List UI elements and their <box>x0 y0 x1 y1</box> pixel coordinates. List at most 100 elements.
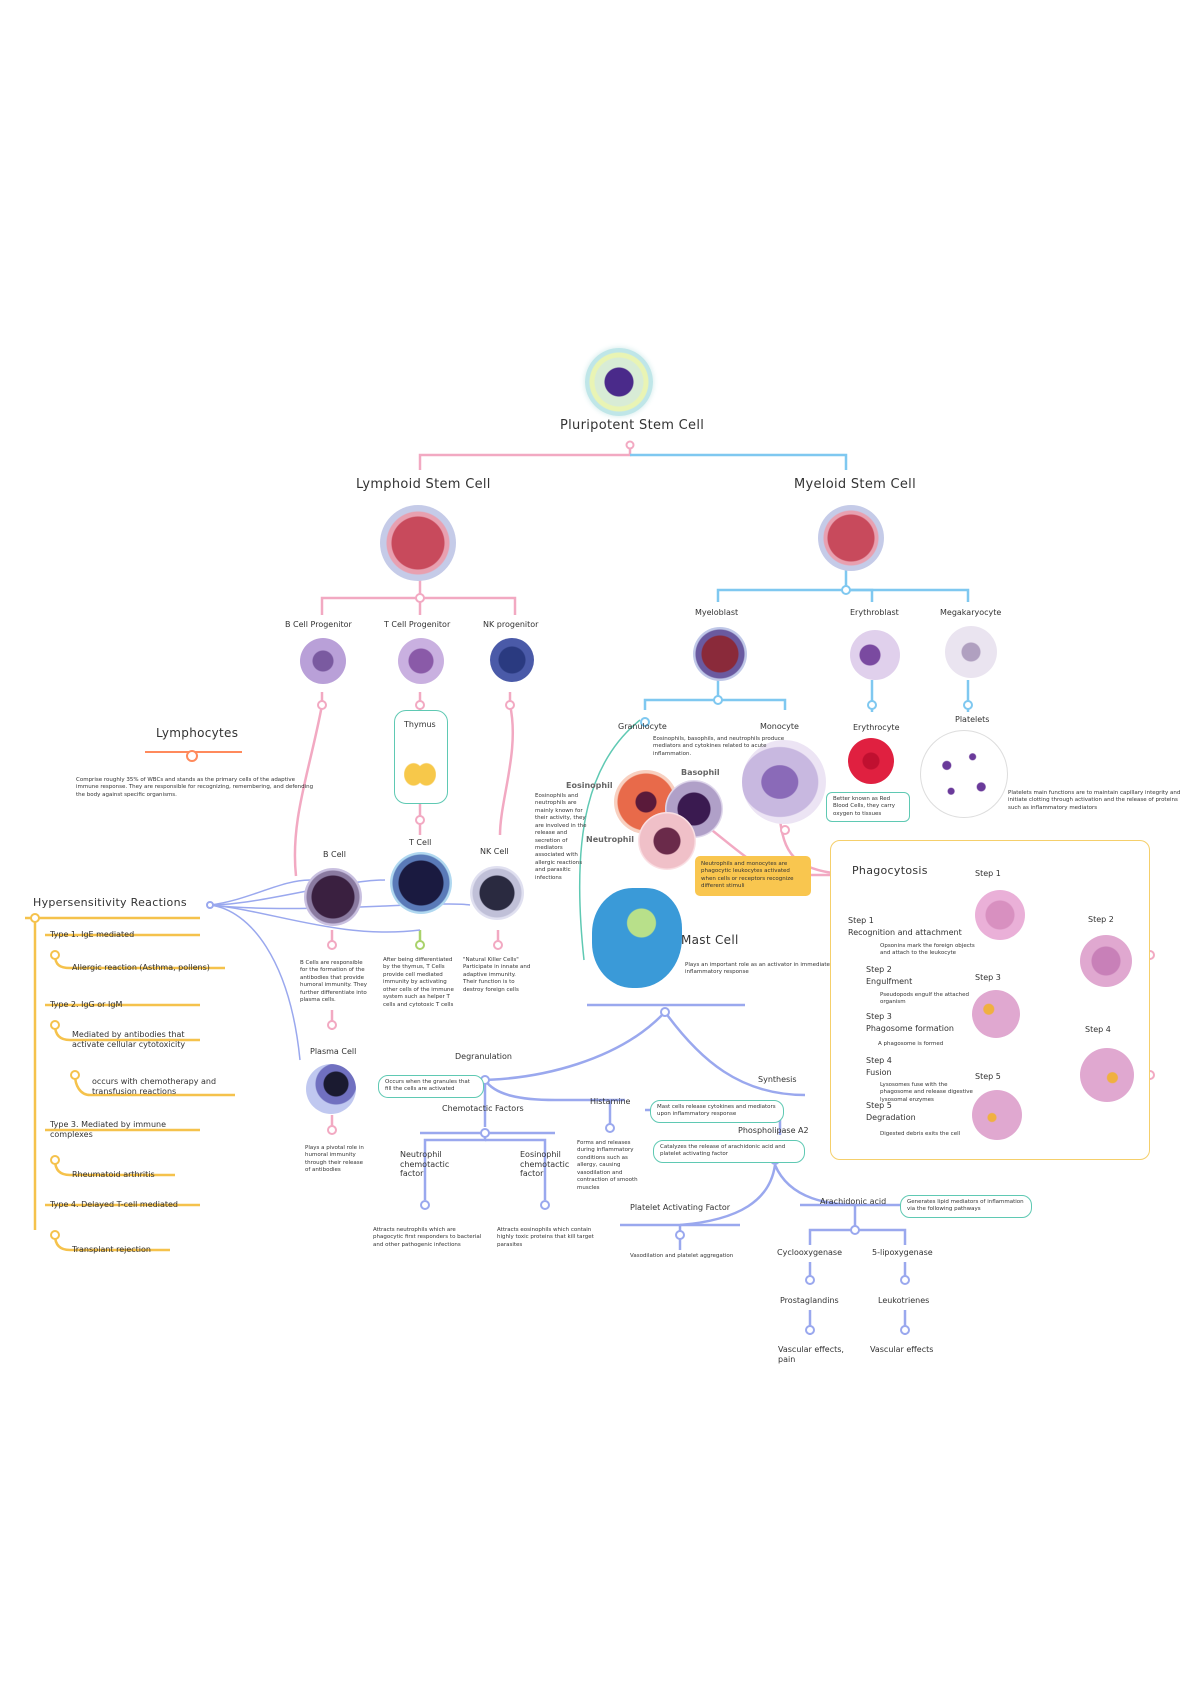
hyp-type4: Type 4. Delayed T-cell mediated <box>50 1200 178 1209</box>
phago-step2-name: Engulfment <box>866 977 913 986</box>
phago-step5-title: Step 5 <box>866 1101 892 1110</box>
b-cell-note: B Cells are responsible for the formatio… <box>300 960 367 1004</box>
phago-step4-desc: Lysosomes fuse with the phagosome and re… <box>880 1082 973 1103</box>
paf-note: Vasodilation and platelet aggregation <box>630 1253 734 1259</box>
b-cell-label: B Cell <box>323 850 346 859</box>
neutrophil-image <box>638 812 696 870</box>
phago-image-step5-label: Step 5 <box>975 1072 1001 1081</box>
hypersensitivity-title: Hypersensitivity Reactions <box>33 896 187 909</box>
hyp-type3-child: Rheumatoid arthritis <box>72 1170 155 1179</box>
neutrophil-label: Neutrophil <box>586 835 634 844</box>
nk-progenitor-label: NK progenitor <box>483 620 539 629</box>
pluripotent-stem-cell-image <box>585 348 653 416</box>
phago-step5-image <box>972 1090 1022 1140</box>
myeloblast-label: Myeloblast <box>695 608 739 617</box>
phago-step2-image <box>1080 935 1132 987</box>
phago-step3-title: Step 3 <box>866 1012 892 1021</box>
plasma-cell-image <box>306 1064 356 1114</box>
platelets-image <box>920 730 1008 818</box>
platelets-note: Platelets main functions are to maintain… <box>1008 790 1181 811</box>
phago-step3-image <box>972 990 1020 1038</box>
phago-step5-name: Degradation <box>866 1113 916 1122</box>
eosinophil-neutrophil-note: Eosinophils and neutrophils are mainly k… <box>535 793 587 881</box>
arachidonic-label: Arachidonic acid <box>820 1197 887 1206</box>
b-cell-progenitor-label: B Cell Progenitor <box>285 620 352 629</box>
phago-image-step4-label: Step 4 <box>1085 1025 1111 1034</box>
phago-step4-image <box>1080 1048 1134 1102</box>
platelets-label: Platelets <box>955 715 990 724</box>
phago-step1-image <box>975 890 1025 940</box>
myeloid-stem-cell-image <box>818 505 884 571</box>
erythrocyte-label: Erythrocyte <box>853 723 900 732</box>
monocyte-label: Monocyte <box>760 722 799 731</box>
plasma-cell-note: Plays a pivotal role in humoral immunity… <box>305 1145 364 1174</box>
basophil-label: Basophil <box>681 768 720 777</box>
eosinophil-label: Eosinophil <box>566 781 613 790</box>
prostaglandins-label: Prostaglandins <box>780 1296 839 1305</box>
synthesis-label: Synthesis <box>758 1075 797 1084</box>
arachidonic-note: Generates lipid mediators of inflammatio… <box>900 1195 1032 1218</box>
hyp-type1: Type 1. IgE mediated <box>50 930 135 939</box>
eosinophil-chemotactic-note: Attracts eosinophils which contain highl… <box>497 1227 594 1248</box>
phago-step4-name: Fusion <box>866 1068 892 1077</box>
cyclooxygenase-label: Cyclooxygenase <box>777 1248 843 1257</box>
neutrophil-chemotactic-label: Neutrophil chemotactic factor <box>400 1150 450 1179</box>
b-cell-progenitor-image <box>300 638 346 684</box>
phagocytosis-title: Phagocytosis <box>852 864 928 877</box>
hyp-type1-child: Allergic reaction (Asthma, pollens) <box>72 963 210 972</box>
t-cell-note: After being differentiated by the thymus… <box>383 957 454 1008</box>
megakaryocyte-label: Megakaryocyte <box>940 608 1002 617</box>
lymphocytes-note: Comprise roughly 35% of WBCs and stands … <box>76 777 314 798</box>
prostaglandins-effects: Vascular effects, pain <box>778 1345 844 1364</box>
t-cell-progenitor-label: T Cell Progenitor <box>384 620 451 629</box>
neutrophil-chemotactic-note: Attracts neutrophils which are phagocyti… <box>373 1227 482 1248</box>
lymphoid-stem-cell-label: Lymphoid Stem Cell <box>356 477 491 492</box>
plasma-cell-label: Plasma Cell <box>310 1047 357 1056</box>
phago-step2-desc: Pseudopods engulf the attached organism <box>880 992 970 1006</box>
myeloblast-image <box>693 627 747 681</box>
phago-image-step1-label: Step 1 <box>975 869 1001 878</box>
lipoxygenase-label: 5-lipoxygenase <box>872 1248 933 1257</box>
lymphoid-stem-cell-image <box>380 505 456 581</box>
megakaryocyte-image <box>945 626 997 678</box>
t-cell-label: T Cell <box>409 838 432 847</box>
leukotrienes-effects: Vascular effects <box>870 1345 934 1354</box>
erythroblast-image <box>850 630 900 680</box>
b-cell-image <box>304 868 362 926</box>
nk-cell-image <box>470 866 524 920</box>
nk-cell-note: "Natural Killer Cells" Participate in in… <box>463 957 531 993</box>
t-cell-progenitor-image <box>398 638 444 684</box>
erythrocyte-image <box>848 738 894 784</box>
phago-step5-desc: Digested debris exits the cell <box>880 1131 961 1137</box>
nk-progenitor-image <box>490 638 534 682</box>
phago-step4-title: Step 4 <box>866 1056 892 1065</box>
phago-step1-title: Step 1 <box>848 916 874 925</box>
synthesis-note: Mast cells release cytokines and mediato… <box>650 1100 784 1123</box>
mast-cell-note: Plays an important role as an activator … <box>685 962 830 976</box>
monocyte-image <box>742 740 826 824</box>
phago-image-step3-label: Step 3 <box>975 973 1001 982</box>
phago-step2-title: Step 2 <box>866 965 892 974</box>
erythrocyte-note: Better known as Red Blood Cells, they ca… <box>826 792 910 823</box>
leukotrienes-label: Leukotrienes <box>878 1296 930 1305</box>
myeloid-stem-cell-label: Myeloid Stem Cell <box>794 477 917 492</box>
lymphocytes-title: Lymphocytes <box>156 726 239 740</box>
hyp-type3: Type 3. Mediated by immune complexes <box>50 1120 167 1139</box>
histamine-label: Histamine <box>590 1097 631 1106</box>
phago-step1-name: Recognition and attachment <box>848 928 962 937</box>
phago-image-step2-label: Step 2 <box>1088 915 1114 924</box>
neutrophil-monocyte-note: Neutrophils and monocytes are phagocytic… <box>695 856 811 896</box>
degranulation-note: Occurs when the granules that fill the c… <box>378 1075 484 1098</box>
erythroblast-label: Erythroblast <box>850 608 899 617</box>
mast-cell-label: Mast Cell <box>681 933 739 947</box>
t-cell-image <box>390 852 452 914</box>
phago-step3-name: Phagosome formation <box>866 1024 954 1033</box>
mast-cell-image <box>592 888 682 988</box>
degranulation-label: Degranulation <box>455 1052 512 1061</box>
chemotactic-factors-label: Chemotactic Factors <box>442 1104 524 1113</box>
hyp-type2-child: Mediated by antibodies that activate cel… <box>72 1030 186 1049</box>
phospholipase-note: Catalyzes the release of arachidonic aci… <box>653 1140 805 1163</box>
eosinophil-chemotactic-label: Eosinophil chemotactic factor <box>520 1150 570 1179</box>
phago-step3-desc: A phagosome is formed <box>878 1041 944 1047</box>
histamine-note: Forms and releases during inflammatory c… <box>577 1140 638 1191</box>
